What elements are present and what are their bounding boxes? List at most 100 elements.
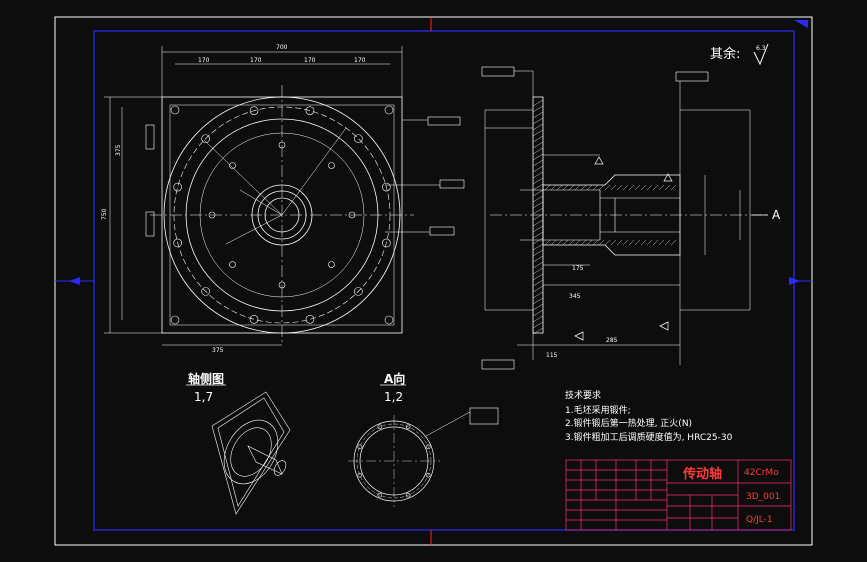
hatch-line (652, 184, 659, 191)
side-section-view (484, 96, 770, 365)
hatch-line (622, 239, 629, 246)
hatch-line (532, 129, 544, 137)
hatch-line (532, 249, 544, 257)
hatch-line (592, 239, 599, 246)
hatch-line (556, 184, 563, 191)
section-hatching (532, 99, 677, 335)
hatch-line (532, 255, 544, 263)
view-a-hole (425, 444, 431, 450)
dim-top-2: 170 (250, 57, 262, 64)
view-a-hole (405, 492, 411, 498)
view-a-holes (357, 424, 431, 498)
hatch-line (532, 279, 544, 287)
axial-view-title: 轴侧图 (188, 371, 224, 386)
hatch-line (532, 99, 544, 107)
hatch-line (640, 239, 647, 246)
hatch-line (610, 184, 617, 191)
hatch-line (532, 291, 544, 299)
inner-hole (348, 211, 356, 219)
hatch-line (646, 239, 653, 246)
hatch-line (532, 225, 544, 233)
hatch-line (532, 267, 544, 275)
dim-overall-top: 700 (276, 44, 288, 51)
bolt-holes (170, 105, 394, 325)
hatch-line (532, 207, 544, 215)
datum-triangle-icon (659, 321, 669, 331)
side-view-markers: A 345 285 115 175 (481, 66, 781, 370)
hatch-line (532, 141, 544, 149)
front-view-dimensions (104, 46, 403, 346)
roughness-value: 6.3 (756, 45, 766, 52)
arrow-left-icon (69, 277, 80, 285)
tech-heading: 技术要求 (565, 389, 601, 401)
hatch-line (640, 184, 647, 191)
bolt-hole (249, 106, 259, 115)
inner-hole (229, 162, 236, 169)
inner-hole (208, 211, 216, 219)
hatch-line (532, 147, 544, 155)
hatch-line (574, 239, 581, 246)
dim-bottom-1: 375 (212, 347, 224, 354)
hatch-line (616, 184, 623, 191)
view-a: A向 1,2 (348, 371, 499, 507)
bolt-hole (249, 315, 259, 324)
bolt-hole (354, 134, 363, 143)
drawing-number: 3D_001 (746, 492, 780, 502)
hatch-line (580, 239, 587, 246)
hatch-line (532, 159, 544, 167)
front-view (150, 85, 414, 345)
bolt-hole (382, 182, 391, 192)
bolt-hole (354, 287, 363, 296)
bolt-hole (305, 315, 315, 324)
hatch-line (562, 184, 569, 191)
title-block: 传动轴 42CrMo 3D_001 Q/JL-1 (565, 459, 792, 531)
bolt-hole (201, 134, 210, 143)
hatch-line (532, 327, 544, 335)
hatch-line (604, 239, 611, 246)
inner-hole (229, 261, 236, 268)
hatch-line (532, 237, 544, 245)
dim-left-2: 750 (101, 208, 108, 220)
corner-hole (384, 315, 394, 325)
tech-item-2: 2.锻件锻后第一热处理, 正火(N) (565, 417, 692, 429)
inner-hole (328, 162, 335, 169)
view-a-hole (357, 444, 363, 450)
inner-hole (278, 141, 286, 149)
hatch-line (532, 321, 544, 329)
inner-hole (278, 281, 286, 289)
dim-top-3: 170 (304, 57, 316, 64)
axial-view: 轴侧图 1,7 (186, 371, 291, 515)
corner-marker-icon (794, 20, 808, 28)
hatch-line (532, 213, 544, 221)
hatch-line (664, 184, 671, 191)
hatch-line (532, 171, 544, 179)
bolt-hole (382, 238, 391, 248)
corner-hole (170, 315, 180, 325)
material: 42CrMo (744, 468, 779, 478)
hatch-line (532, 273, 544, 281)
iso-plate (211, 391, 291, 515)
axial-view-scale: 1,7 (194, 390, 213, 404)
hatch-line (532, 135, 544, 143)
frame-markers (55, 17, 812, 545)
bolt-hole (173, 182, 182, 192)
hatch-line (586, 184, 593, 191)
dim-side-3: 115 (546, 352, 558, 359)
hatch-line (598, 184, 605, 191)
hatch-line (622, 184, 629, 191)
hatch-line (658, 184, 665, 191)
hatch-line (532, 309, 544, 317)
hatch-line (634, 184, 641, 191)
hatch-line (532, 123, 544, 131)
front-view-callouts (145, 116, 465, 237)
hatch-line (652, 239, 659, 246)
hatch-line (598, 239, 605, 246)
view-a-hole (377, 492, 383, 498)
tech-requirements: 技术要求 1.毛坯采用锻件; 2.锻件锻后第一热处理, 正火(N) 3.锻件粗加… (565, 389, 733, 443)
hatch-line (532, 105, 544, 113)
dim-top-1: 170 (198, 57, 210, 64)
hatch-line (532, 303, 544, 311)
drawing-frame (93, 30, 795, 531)
corner-hole (384, 105, 394, 115)
